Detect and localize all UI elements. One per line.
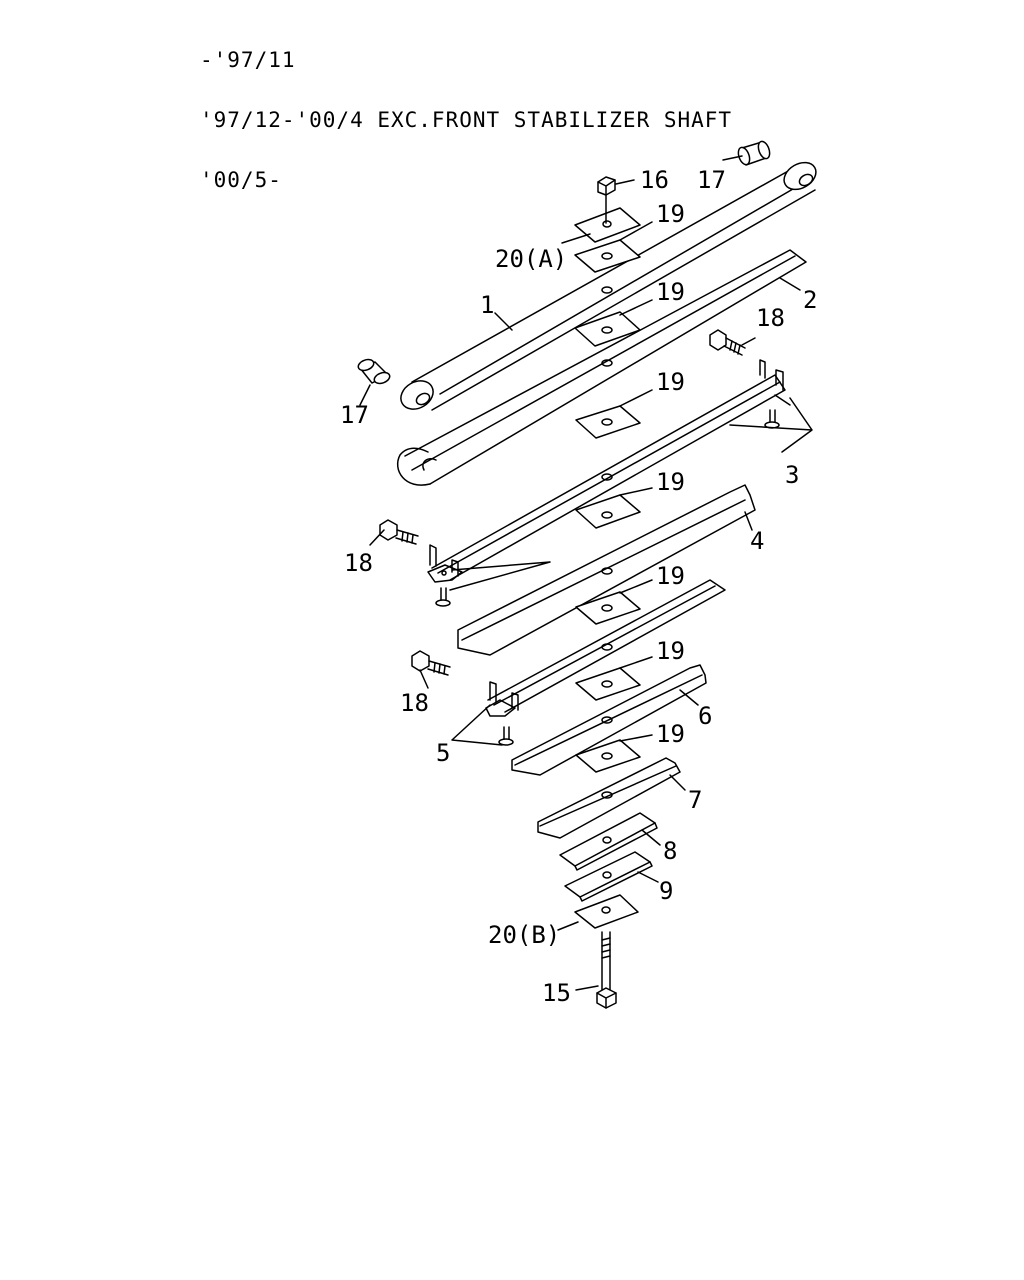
callout-19-3: 19 — [656, 368, 685, 396]
part-17-bushing-top — [737, 140, 771, 166]
callout-20a: 20(A) — [495, 245, 567, 273]
diagram-header: -'97/11 '97/12-'00/4 EXC.FRONT STABILIZE… — [200, 10, 732, 210]
part-19-pads — [574, 239, 641, 773]
callout-17-top: 17 — [697, 166, 726, 194]
part-18-bolt-mid — [379, 519, 419, 545]
callout-16: 16 — [640, 166, 669, 194]
center-holes — [601, 286, 613, 799]
callout-9: 9 — [659, 877, 673, 905]
part-9-plate — [564, 851, 653, 902]
part-5-clipped-leaf — [485, 579, 726, 717]
callout-8: 8 — [663, 837, 677, 865]
callout-19-1: 19 — [656, 200, 685, 228]
part-20b-pad — [574, 894, 639, 929]
callout-1: 1 — [480, 291, 494, 319]
part-15-center-bolt — [596, 931, 617, 1009]
callout-18-low: 18 — [400, 689, 429, 717]
callout-20b: 20(B) — [488, 921, 560, 949]
part-16-nut — [597, 176, 616, 224]
callout-19-4: 19 — [656, 468, 685, 496]
part-4-leaf — [457, 484, 756, 656]
callout-4: 4 — [750, 527, 764, 555]
callout-18-mid: 18 — [344, 549, 373, 577]
clip-rivets — [435, 409, 780, 746]
callout-17-bottom: 17 — [340, 401, 369, 429]
part-8-plate — [559, 812, 658, 871]
leader-lines — [359, 155, 813, 991]
part-3-clipped-leaf — [427, 359, 786, 583]
callout-2: 2 — [803, 286, 817, 314]
part-2-second-leaf — [396, 249, 807, 486]
part-20a-pad — [574, 207, 641, 243]
callout-19-2: 19 — [656, 278, 685, 306]
header-line-2: '97/12-'00/4 EXC.FRONT STABILIZER SHAFT — [200, 108, 733, 132]
callout-labels: 16 17 19 20(A) 1 19 2 18 17 19 3 19 4 18… — [340, 166, 817, 1007]
part-18-bolt-top — [709, 329, 746, 356]
callout-5: 5 — [436, 739, 450, 767]
part-1-main-leaf — [400, 161, 817, 411]
header-line-1: -'97/11 — [200, 48, 296, 72]
callout-3: 3 — [785, 461, 799, 489]
callout-19-5: 19 — [656, 562, 685, 590]
part-6-leaf — [511, 664, 707, 776]
callout-19-7: 19 — [656, 720, 685, 748]
part-17-bushing-bottom — [357, 358, 391, 385]
callout-19-6: 19 — [656, 637, 685, 665]
callout-6: 6 — [698, 702, 712, 730]
part-18-bolt-low — [411, 650, 451, 676]
header-line-3: '00/5- — [200, 168, 282, 192]
callout-7: 7 — [688, 786, 702, 814]
callout-18-top: 18 — [756, 304, 785, 332]
callout-15: 15 — [542, 979, 571, 1007]
